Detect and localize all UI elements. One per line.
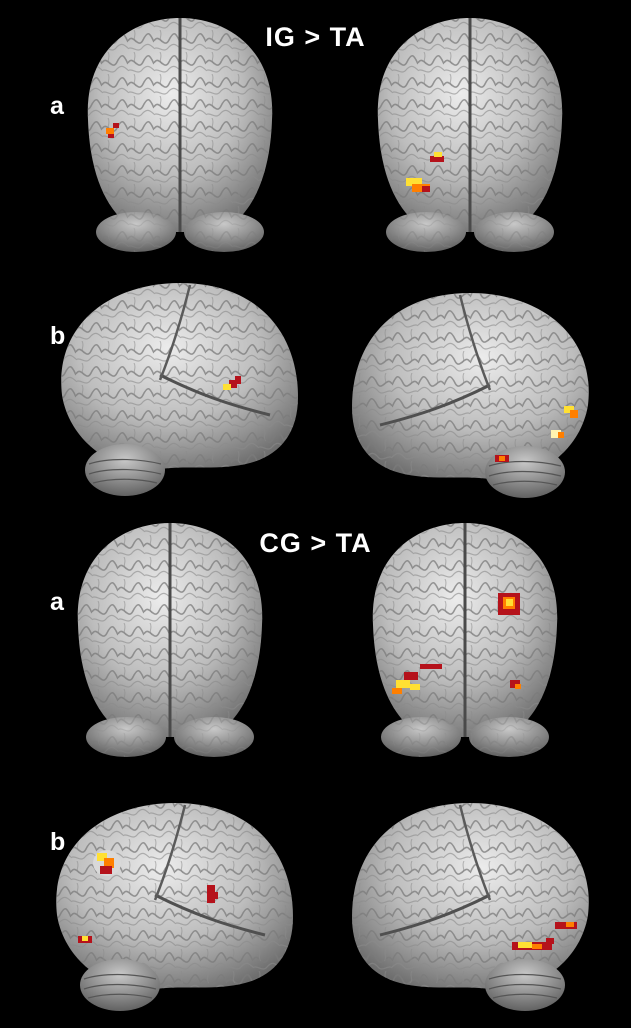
row-label-ig-a: a <box>50 92 64 120</box>
activation-cluster <box>223 376 241 390</box>
brain-lateral-view-cg-b-left <box>54 801 295 992</box>
panel-title-cg-vs-ta: CG > TA <box>259 528 372 558</box>
activation-cluster <box>498 593 520 615</box>
brain-back-view-ig-a-right <box>376 16 564 254</box>
activation-cluster <box>78 850 218 943</box>
brain-back-view-cg-a-right <box>371 521 559 759</box>
brain-lateral-view-ig-b-right <box>350 291 591 482</box>
row-label-cg-b: b <box>50 828 66 856</box>
activation-cluster <box>406 152 444 192</box>
row-label-cg-a: a <box>50 588 64 616</box>
activation-cluster <box>106 123 119 138</box>
brain-lateral-view-cg-b-right <box>350 801 591 992</box>
activation-cluster <box>512 922 577 950</box>
activation-cluster <box>392 664 521 694</box>
panel-title-ig-vs-ta: IG > TA <box>265 22 366 52</box>
brain-front-view-ig-a-left <box>86 16 274 254</box>
brain-lateral-view-ig-b-left <box>59 281 300 472</box>
row-label-ig-b: b <box>50 322 66 350</box>
activation-cluster <box>495 406 578 462</box>
brain-front-view-cg-a-left <box>76 521 264 759</box>
